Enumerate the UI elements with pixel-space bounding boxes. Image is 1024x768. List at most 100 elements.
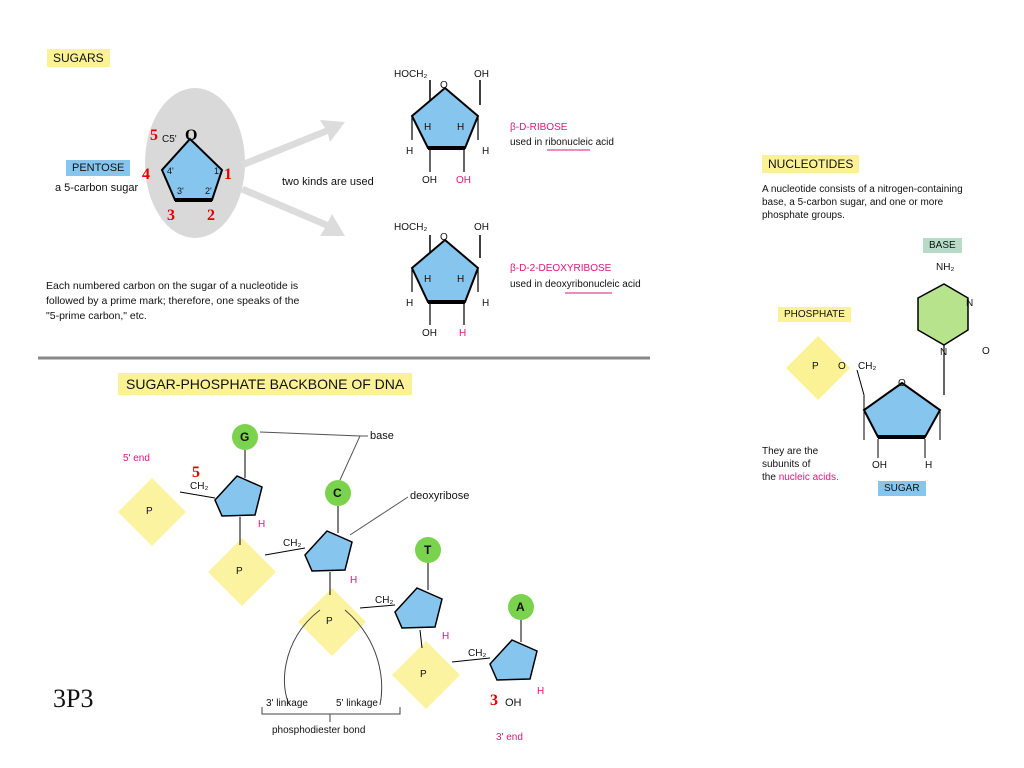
c1-label: 1' [214, 166, 221, 176]
base-c-label: C [333, 486, 342, 500]
h-3: H [442, 631, 450, 642]
nucleotides-desc-2: base, a 5-carbon sugar, and one or more [762, 197, 944, 208]
linkage-5-arc [344, 609, 383, 706]
phosphodiester-bracket [261, 707, 401, 715]
base-label: base [370, 430, 394, 442]
ribose-o: O [440, 80, 448, 91]
five-end-label: 5' end [123, 453, 150, 464]
subunits-line-1: They are the [762, 446, 819, 457]
nh2-label: NH₂ [936, 262, 955, 273]
sugar-ring [862, 381, 942, 438]
linkage-3-arc [284, 609, 321, 706]
ribose-oh-bottom-left: OH [422, 175, 437, 186]
ribose-h-4: H [482, 146, 490, 157]
sugar-oh: OH [872, 460, 887, 471]
ribose-oh-bottom-right: OH [456, 175, 471, 186]
phosphate-tag: PHOSPHATE [778, 307, 851, 322]
carbonyl-o: O [982, 346, 990, 357]
deoxyribose-pointer [349, 496, 409, 536]
ch2-label: CH₂ [858, 361, 877, 372]
two-kinds-text: two kinds are used [282, 176, 374, 188]
h-2: H [350, 575, 358, 586]
p-4: P [420, 669, 427, 680]
deoxyribose-desc: used in deoxyribonucleic acid [510, 279, 641, 290]
sugar-tag: SUGAR [878, 481, 926, 496]
c3-label: 3' [177, 186, 184, 196]
sugar-h: H [925, 460, 933, 471]
base-a-label: A [516, 600, 525, 614]
sugar-ring-o: O [898, 378, 906, 389]
linkage-3-label: 3' linkage [266, 698, 308, 709]
ribose-oh-top: OH [474, 69, 489, 80]
phosphate-p: P [812, 361, 819, 372]
base-pointer [259, 431, 361, 481]
sugars-title: SUGARS [47, 49, 110, 67]
red-5-label: 5 [192, 464, 200, 481]
subunits-line-2: subunits of [762, 459, 811, 470]
p-1: P [146, 506, 153, 517]
c2-label: 2' [205, 186, 212, 196]
h-1: H [258, 519, 266, 530]
sugar-3 [394, 587, 443, 629]
red-number-4: 4 [142, 166, 150, 183]
red-number-1: 1 [224, 166, 232, 183]
arrow-to-deoxyribose [240, 186, 345, 236]
n-label-1: N [966, 298, 974, 309]
red-3-label: 3 [490, 692, 498, 709]
ribose-name: β-D-RIBOSE [510, 122, 568, 133]
backbone-title: SUGAR-PHOSPHATE BACKBONE OF DNA [118, 373, 413, 395]
ribose-h-3: H [406, 146, 414, 157]
phosphodiester-label: phosphodiester bond [272, 725, 366, 736]
deoxyribose-oh-top: OH [474, 222, 489, 233]
deoxyribose-h-3: H [406, 298, 414, 309]
prime-note-line-1: Each numbered carbon on the sugar of a n… [46, 280, 299, 292]
oh-3-end: OH [505, 697, 522, 709]
phosphate-4 [392, 641, 460, 709]
sugar-1 [214, 475, 263, 517]
ribose-desc: used in ribonucleic acid [510, 137, 614, 148]
phosphate-3 [298, 588, 366, 656]
base-ring [917, 283, 969, 346]
base-g-label: G [240, 430, 250, 444]
pentose-label: PENTOSE [66, 160, 131, 176]
base-t [415, 537, 441, 563]
h-4: H [537, 686, 545, 697]
ch2-3: CH₂ [375, 595, 394, 606]
arrow-to-ribose [240, 120, 345, 168]
red-number-5: 5 [150, 127, 158, 144]
ribose-h-1: H [424, 122, 432, 133]
phosphate-2 [208, 538, 276, 606]
linkage-5-label: 5' linkage [336, 698, 378, 709]
phosphate-o-bridge: O [838, 361, 846, 372]
nucleotides-desc-3: phosphate groups. [762, 210, 845, 221]
nucleotide-structure [786, 283, 969, 458]
deoxyribose-h-1: H [424, 274, 432, 285]
nucleotides-desc-1: A nucleotide consists of a nitrogen-cont… [762, 184, 963, 195]
phosphate-1 [118, 478, 186, 546]
c5-label: C5' [162, 134, 177, 145]
deoxyribose-structure [410, 235, 481, 325]
sugar-2 [304, 530, 353, 572]
p-3: P [326, 616, 333, 627]
footer-text: 3P3 [53, 684, 94, 713]
phosphate-diamond [786, 336, 850, 400]
base-a [508, 594, 534, 620]
subunits-line-3: the nucleic acids. [762, 472, 839, 483]
deoxyribose-h-4: H [482, 298, 490, 309]
ribose-structure [410, 80, 481, 172]
ch2-1: CH₂ [190, 481, 209, 492]
nucleotides-title: NUCLEOTIDES [762, 155, 860, 173]
p-2: P [236, 566, 243, 577]
deoxyribose-label: deoxyribose [410, 490, 470, 502]
base-c [325, 480, 351, 506]
backbone-structure [118, 424, 538, 722]
deoxyribose-hoch2: HOCH₂ [394, 222, 428, 233]
red-number-2: 2 [207, 207, 215, 224]
c4-label: 4' [167, 166, 174, 176]
prime-note-line-2: followed by a prime mark; therefore, one… [46, 295, 300, 307]
ribose-hoch2: HOCH₂ [394, 69, 428, 80]
deoxyribose-o: O [440, 232, 448, 243]
ribose-h-2: H [457, 122, 465, 133]
red-number-3: 3 [167, 207, 175, 224]
sugar-4 [489, 639, 538, 681]
